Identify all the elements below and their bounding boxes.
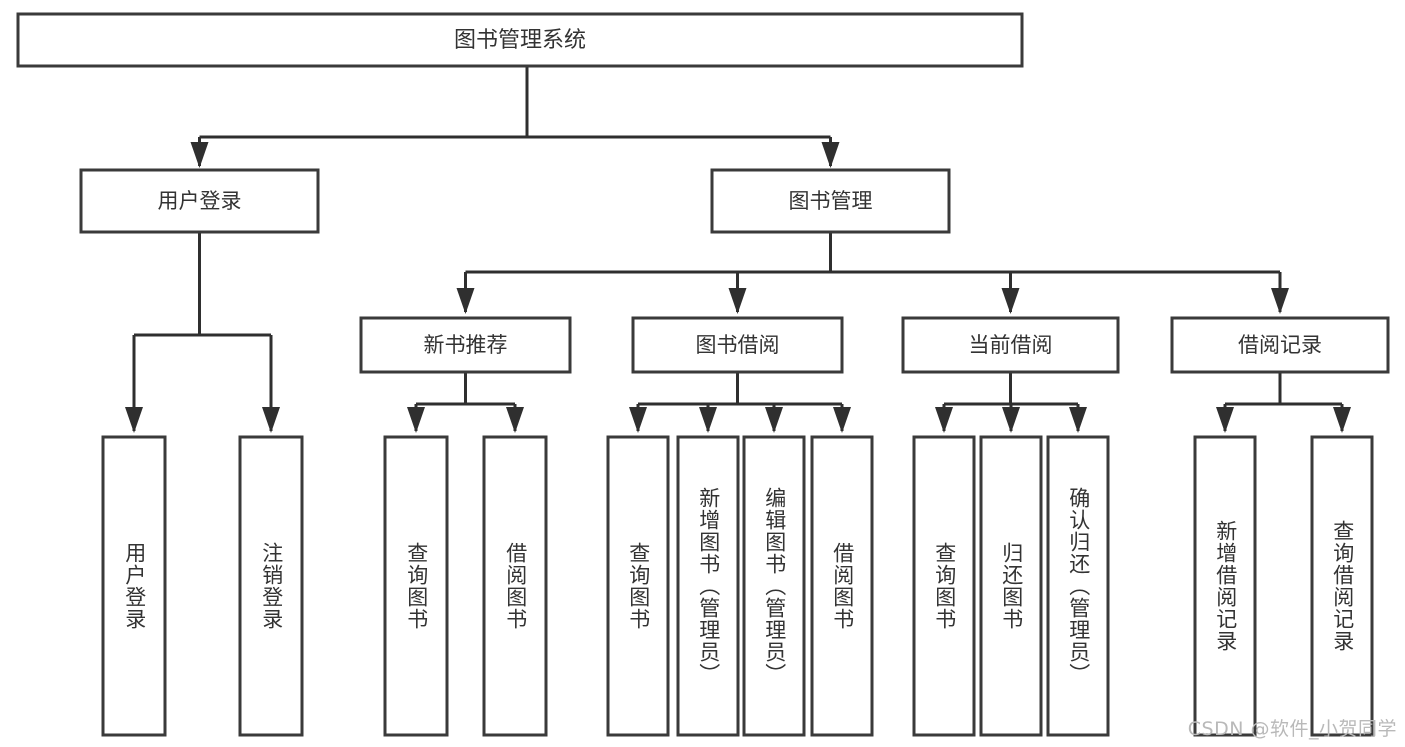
node-leaf-0[interactable] (101, 435, 167, 737)
node-root-label: 图书管理系统 (454, 28, 586, 53)
node-level2-label-1: 图书管理 (789, 189, 873, 213)
arrow-head-icon (629, 407, 647, 433)
node-root[interactable] (16, 12, 1024, 68)
arrow-head-icon (1271, 288, 1289, 314)
node-leaf-1[interactable] (238, 435, 304, 737)
node-leaf-9[interactable] (979, 435, 1043, 737)
node-leaf-3[interactable] (482, 435, 548, 737)
node-leaf-12[interactable] (1310, 435, 1374, 737)
arrow-head-icon (262, 407, 280, 433)
node-level2-0[interactable] (79, 168, 320, 234)
connector-layer (125, 66, 1351, 433)
arrow-head-icon (1001, 288, 1020, 314)
node-level3-label-1: 图书借阅 (696, 333, 780, 357)
arrow-head-icon (1216, 407, 1234, 433)
node-level2-1[interactable] (710, 168, 951, 234)
arrow-head-icon (765, 407, 783, 433)
node-level3-label-3: 借阅记录 (1238, 333, 1322, 357)
arrow-head-icon (1333, 407, 1351, 433)
arrow-head-icon (1002, 407, 1020, 433)
node-leaf-11[interactable] (1193, 435, 1257, 737)
csdn-watermark: CSDN @软件_小贺同学 (1187, 718, 1397, 740)
arrow-head-icon (821, 142, 840, 168)
arrow-head-icon (407, 407, 425, 433)
arrow-head-icon (833, 407, 851, 433)
node-leaf-6[interactable] (742, 435, 806, 737)
node-level3-2[interactable] (901, 316, 1120, 374)
arrow-head-icon (506, 407, 524, 433)
node-leaf-2[interactable] (383, 435, 449, 737)
node-leaf-8[interactable] (912, 435, 976, 737)
arrow-head-icon (935, 407, 953, 433)
box-layer (16, 12, 1390, 737)
node-leaf-10[interactable] (1046, 435, 1110, 737)
node-leaf-4[interactable] (606, 435, 670, 737)
arrow-head-icon (125, 407, 143, 433)
arrow-head-icon (190, 142, 209, 168)
arrow-head-icon (699, 407, 717, 433)
arrow-head-icon (728, 288, 747, 314)
node-leaf-7[interactable] (810, 435, 874, 737)
node-level3-label-2: 当前借阅 (969, 333, 1053, 357)
arrow-head-icon (1069, 407, 1087, 433)
node-level2-label-0: 用户登录 (158, 189, 242, 213)
arrow-head-icon (456, 288, 475, 314)
node-level3-3[interactable] (1170, 316, 1390, 374)
node-level3-label-0: 新书推荐 (424, 333, 508, 357)
node-level3-0[interactable] (359, 316, 572, 374)
node-level3-1[interactable] (631, 316, 844, 374)
node-leaf-5[interactable] (676, 435, 740, 737)
